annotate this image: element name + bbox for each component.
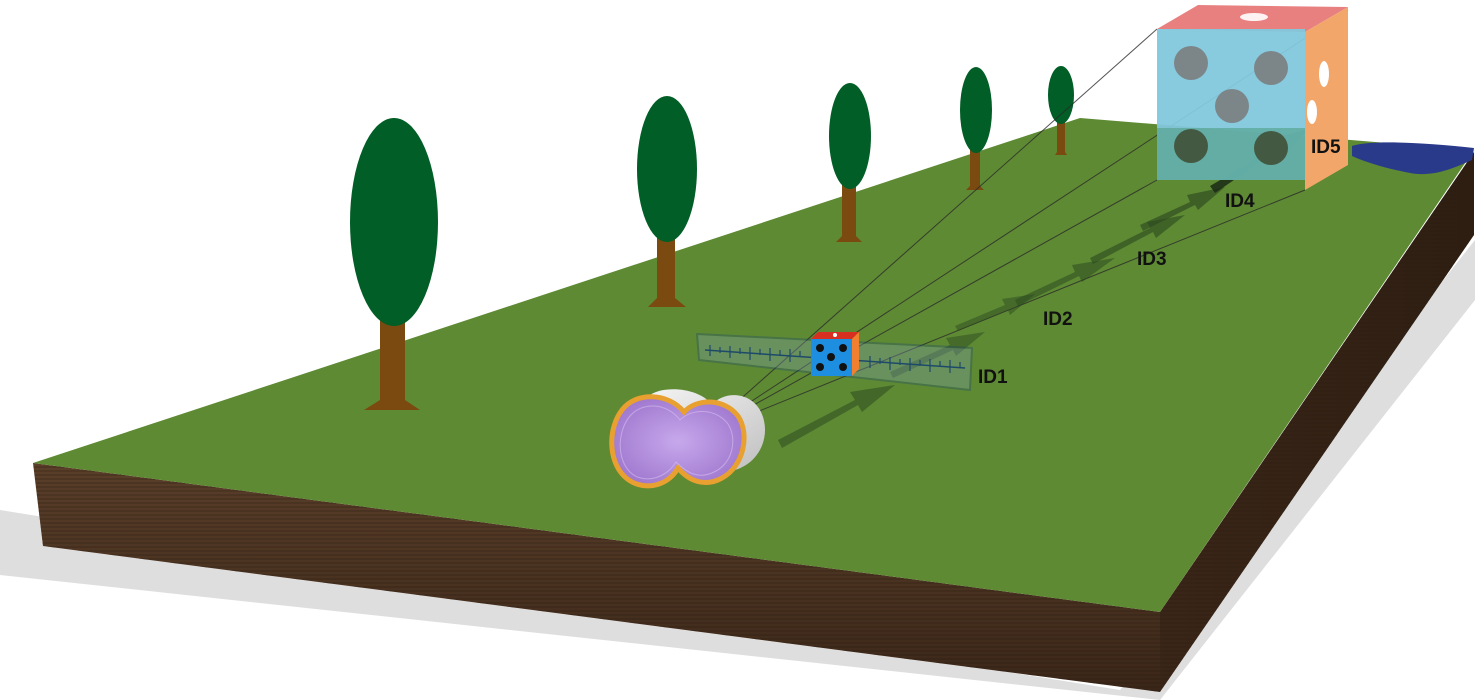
label-id1: ID1 [978,367,1008,388]
label-id5: ID5 [1311,137,1341,158]
label-id4: ID4 [1225,191,1255,212]
label-id2: ID2 [1043,309,1073,330]
label-id3: ID3 [1137,249,1167,270]
cube-icon [1157,5,1348,190]
small-cube-icon [811,332,859,376]
